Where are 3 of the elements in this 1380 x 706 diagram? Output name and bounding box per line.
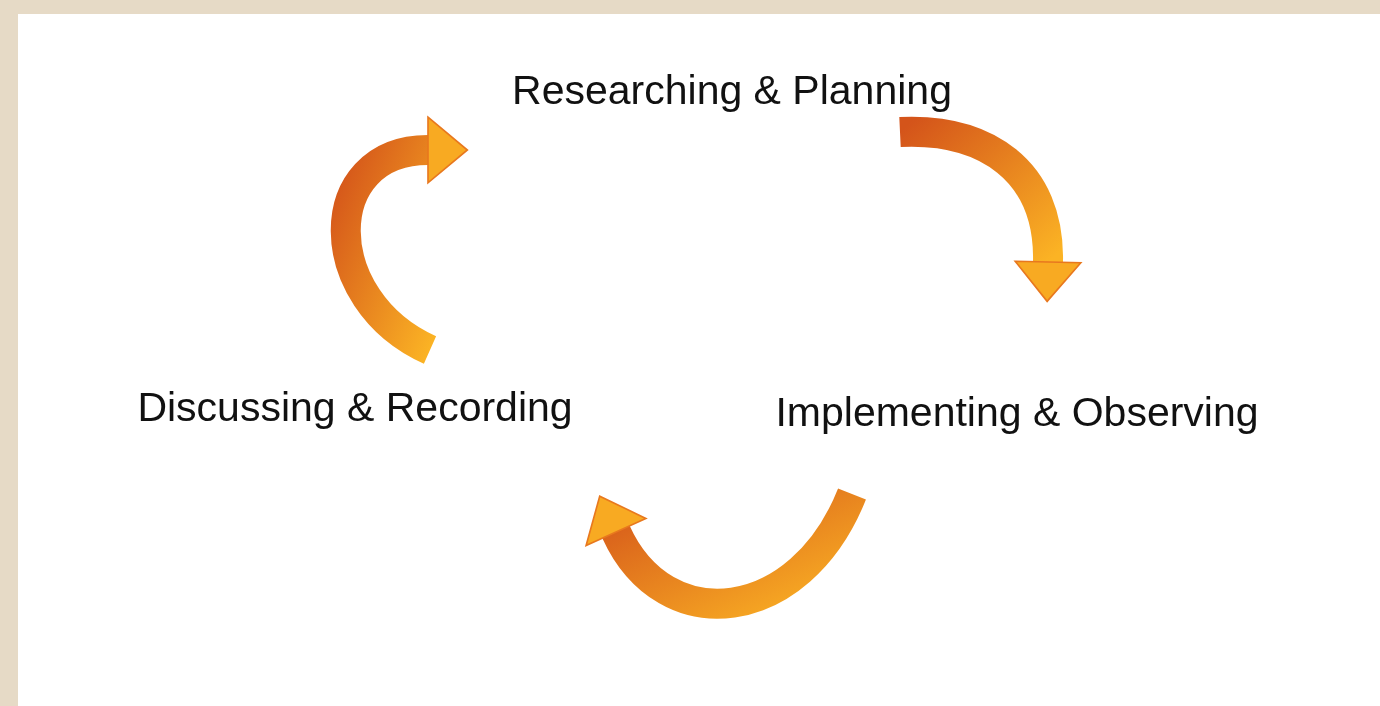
stage-label: Implementing & Observing: [722, 388, 1312, 436]
stage-label: Discussing & Recording: [88, 383, 622, 431]
stage-label: Researching & Planning: [462, 66, 1002, 114]
